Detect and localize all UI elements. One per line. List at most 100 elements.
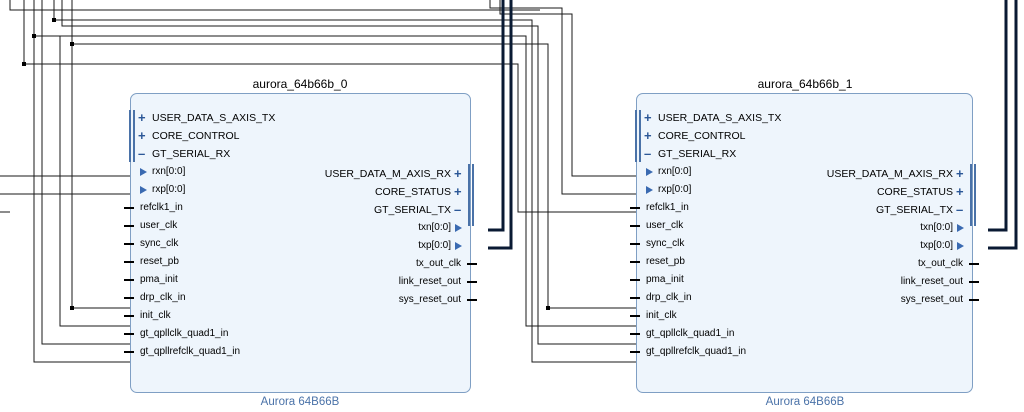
expand-icon[interactable]: + [956, 184, 964, 199]
port-label-left[interactable]: pma_init [646, 274, 684, 285]
port-label-right[interactable]: CORE_STATUS [374, 186, 451, 198]
port-label-left[interactable]: sync_clk [646, 238, 685, 249]
wire-net-f [24, 63, 636, 213]
port-label-left[interactable]: pma_init [140, 274, 178, 285]
expand-icon[interactable]: + [454, 184, 462, 199]
port-label-right[interactable]: txn[0:0] [920, 222, 953, 233]
wire-rxp-1 [489, 0, 636, 195]
expand-icon[interactable]: + [956, 166, 964, 181]
port-pin[interactable] [630, 243, 640, 245]
port-label-left[interactable]: reset_pb [140, 256, 179, 267]
port-label-left[interactable]: gt_qpllclk_quad1_in [646, 328, 735, 339]
expand-icon[interactable]: + [644, 110, 652, 125]
port-pin[interactable] [630, 333, 640, 335]
port-pin[interactable] [630, 315, 640, 317]
port-label-left[interactable]: CORE_CONTROL [152, 130, 240, 142]
port-label-left[interactable]: GT_SERIAL_RX [658, 148, 737, 160]
port-label-right[interactable]: GT_SERIAL_TX [373, 204, 451, 216]
interface-bar-left [639, 110, 641, 162]
port-pin[interactable] [124, 261, 134, 263]
port-arrow-icon [140, 186, 147, 194]
port-label-left[interactable]: USER_DATA_S_AXIS_TX [152, 112, 276, 124]
port-pin[interactable] [124, 207, 134, 209]
port-label-right[interactable]: CORE_STATUS [876, 186, 953, 198]
port-label-left[interactable]: sync_clk [140, 238, 179, 249]
block-subtitle: Aurora 64B66B [765, 396, 845, 408]
port-label-left[interactable]: CORE_CONTROL [658, 130, 746, 142]
port-pin[interactable] [467, 263, 477, 265]
port-label-left[interactable]: rxn[0:0] [152, 166, 186, 177]
port-label-right[interactable]: txn[0:0] [418, 222, 451, 233]
port-pin[interactable] [124, 315, 134, 317]
port-pin[interactable] [630, 261, 640, 263]
port-label-left[interactable]: refclk1_in [646, 202, 689, 213]
port-pin[interactable] [630, 297, 640, 299]
port-label-right[interactable]: tx_out_clk [415, 258, 461, 269]
port-label-left[interactable]: init_clk [140, 310, 171, 321]
port-label-left[interactable]: refclk1_in [140, 202, 183, 213]
expand-icon[interactable]: + [644, 128, 652, 143]
expand-icon[interactable]: + [138, 128, 146, 143]
port-pin[interactable] [124, 297, 134, 299]
port-pin[interactable] [630, 351, 640, 353]
collapse-icon[interactable]: – [956, 202, 964, 217]
port-label-right[interactable]: link_reset_out [900, 276, 963, 287]
collapse-icon[interactable]: – [454, 202, 462, 217]
port-label-left[interactable]: rxp[0:0] [658, 184, 692, 195]
wire-net-e [34, 35, 636, 327]
port-pin[interactable] [467, 281, 477, 283]
block-body[interactable] [130, 93, 471, 393]
port-label-left[interactable]: gt_qpllrefclk_quad1_in [646, 346, 747, 357]
port-label-left[interactable]: rxn[0:0] [658, 166, 692, 177]
port-label-left[interactable]: gt_qpllrefclk_quad1_in [140, 346, 241, 357]
port-pin[interactable] [630, 279, 640, 281]
port-pin[interactable] [969, 263, 979, 265]
wire-net-g [9, 0, 540, 11]
port-pin[interactable] [467, 299, 477, 301]
port-pin[interactable] [124, 225, 134, 227]
port-label-right[interactable]: USER_DATA_M_AXIS_RX [826, 168, 953, 180]
junction-dot [32, 34, 36, 38]
port-label-right[interactable]: sys_reset_out [398, 294, 461, 305]
interface-bar-right [974, 164, 976, 226]
port-pin[interactable] [124, 351, 134, 353]
port-label-left[interactable]: user_clk [646, 220, 684, 231]
port-label-left[interactable]: init_clk [646, 310, 677, 321]
collapse-icon[interactable]: – [644, 146, 652, 161]
port-label-left[interactable]: drp_clk_in [140, 292, 186, 303]
port-label-right[interactable]: sys_reset_out [900, 294, 963, 305]
port-label-right[interactable]: txp[0:0] [418, 240, 451, 251]
port-pin[interactable] [630, 207, 640, 209]
port-label-right[interactable]: USER_DATA_M_AXIS_RX [324, 168, 451, 180]
port-arrow-icon [646, 186, 653, 194]
port-label-right[interactable]: txp[0:0] [920, 240, 953, 251]
port-label-left[interactable]: USER_DATA_S_AXIS_TX [658, 112, 782, 124]
port-arrow-icon [455, 224, 462, 232]
port-label-left[interactable]: reset_pb [646, 256, 685, 267]
port-label-right[interactable]: tx_out_clk [917, 258, 963, 269]
port-label-left[interactable]: drp_clk_in [646, 292, 692, 303]
port-pin[interactable] [969, 281, 979, 283]
port-pin[interactable] [124, 279, 134, 281]
port-pin[interactable] [630, 225, 640, 227]
port-pin[interactable] [124, 243, 134, 245]
port-label-left[interactable]: user_clk [140, 220, 178, 231]
collapse-icon[interactable]: – [138, 146, 146, 161]
wire-net-c [71, 0, 130, 309]
port-label-left[interactable]: gt_qpllclk_quad1_in [140, 328, 229, 339]
port-pin[interactable] [969, 299, 979, 301]
port-label-left[interactable]: rxp[0:0] [152, 184, 186, 195]
interface-bar-left [129, 110, 131, 162]
port-label-right[interactable]: link_reset_out [398, 276, 461, 287]
port-arrow-icon [140, 168, 147, 176]
expand-icon[interactable]: + [454, 166, 462, 181]
port-pin[interactable] [124, 333, 134, 335]
wire-txn-0 [488, 0, 505, 232]
port-label-left[interactable]: GT_SERIAL_RX [152, 148, 231, 160]
expand-icon[interactable]: + [138, 110, 146, 125]
block-body[interactable] [636, 93, 973, 393]
port-label-right[interactable]: GT_SERIAL_TX [875, 204, 953, 216]
block-title: aurora_64b66b_1 [757, 77, 853, 91]
